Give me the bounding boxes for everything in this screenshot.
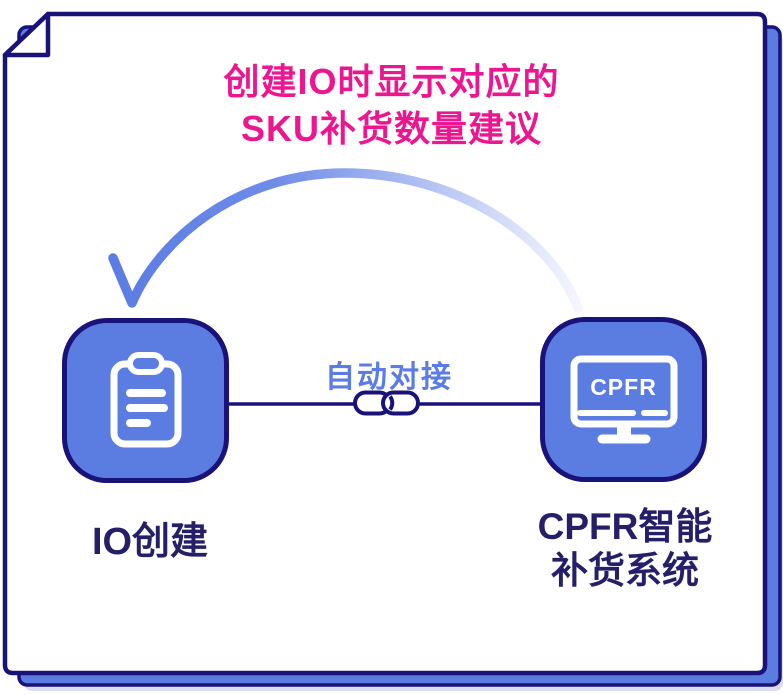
io-node-label: IO创建	[91, 521, 209, 563]
monitor-screen-text: CPFR	[590, 374, 657, 400]
cpfr-node-label: CPFR智能 补货系统	[505, 505, 745, 593]
arrow-arc	[108, 168, 583, 313]
io-node	[62, 318, 229, 483]
title-line-2: SKU补货数量建议	[240, 108, 542, 149]
cpfr-label-line-1: CPFR智能	[537, 506, 713, 547]
clipboard-icon	[110, 351, 181, 447]
page-fold-corner-icon	[2, 11, 51, 58]
connector-label: 自动对接	[325, 361, 453, 394]
cpfr-label-line-2: 补货系统	[551, 550, 699, 591]
monitor-icon	[570, 355, 677, 444]
page	[2, 11, 768, 676]
cpfr-node: CPFR	[540, 317, 707, 482]
chain-link-icon	[353, 390, 420, 416]
page-title: 创建IO时显示对应的 SKU补货数量建议	[0, 58, 783, 152]
title-line-1: 创建IO时显示对应的	[223, 61, 560, 102]
